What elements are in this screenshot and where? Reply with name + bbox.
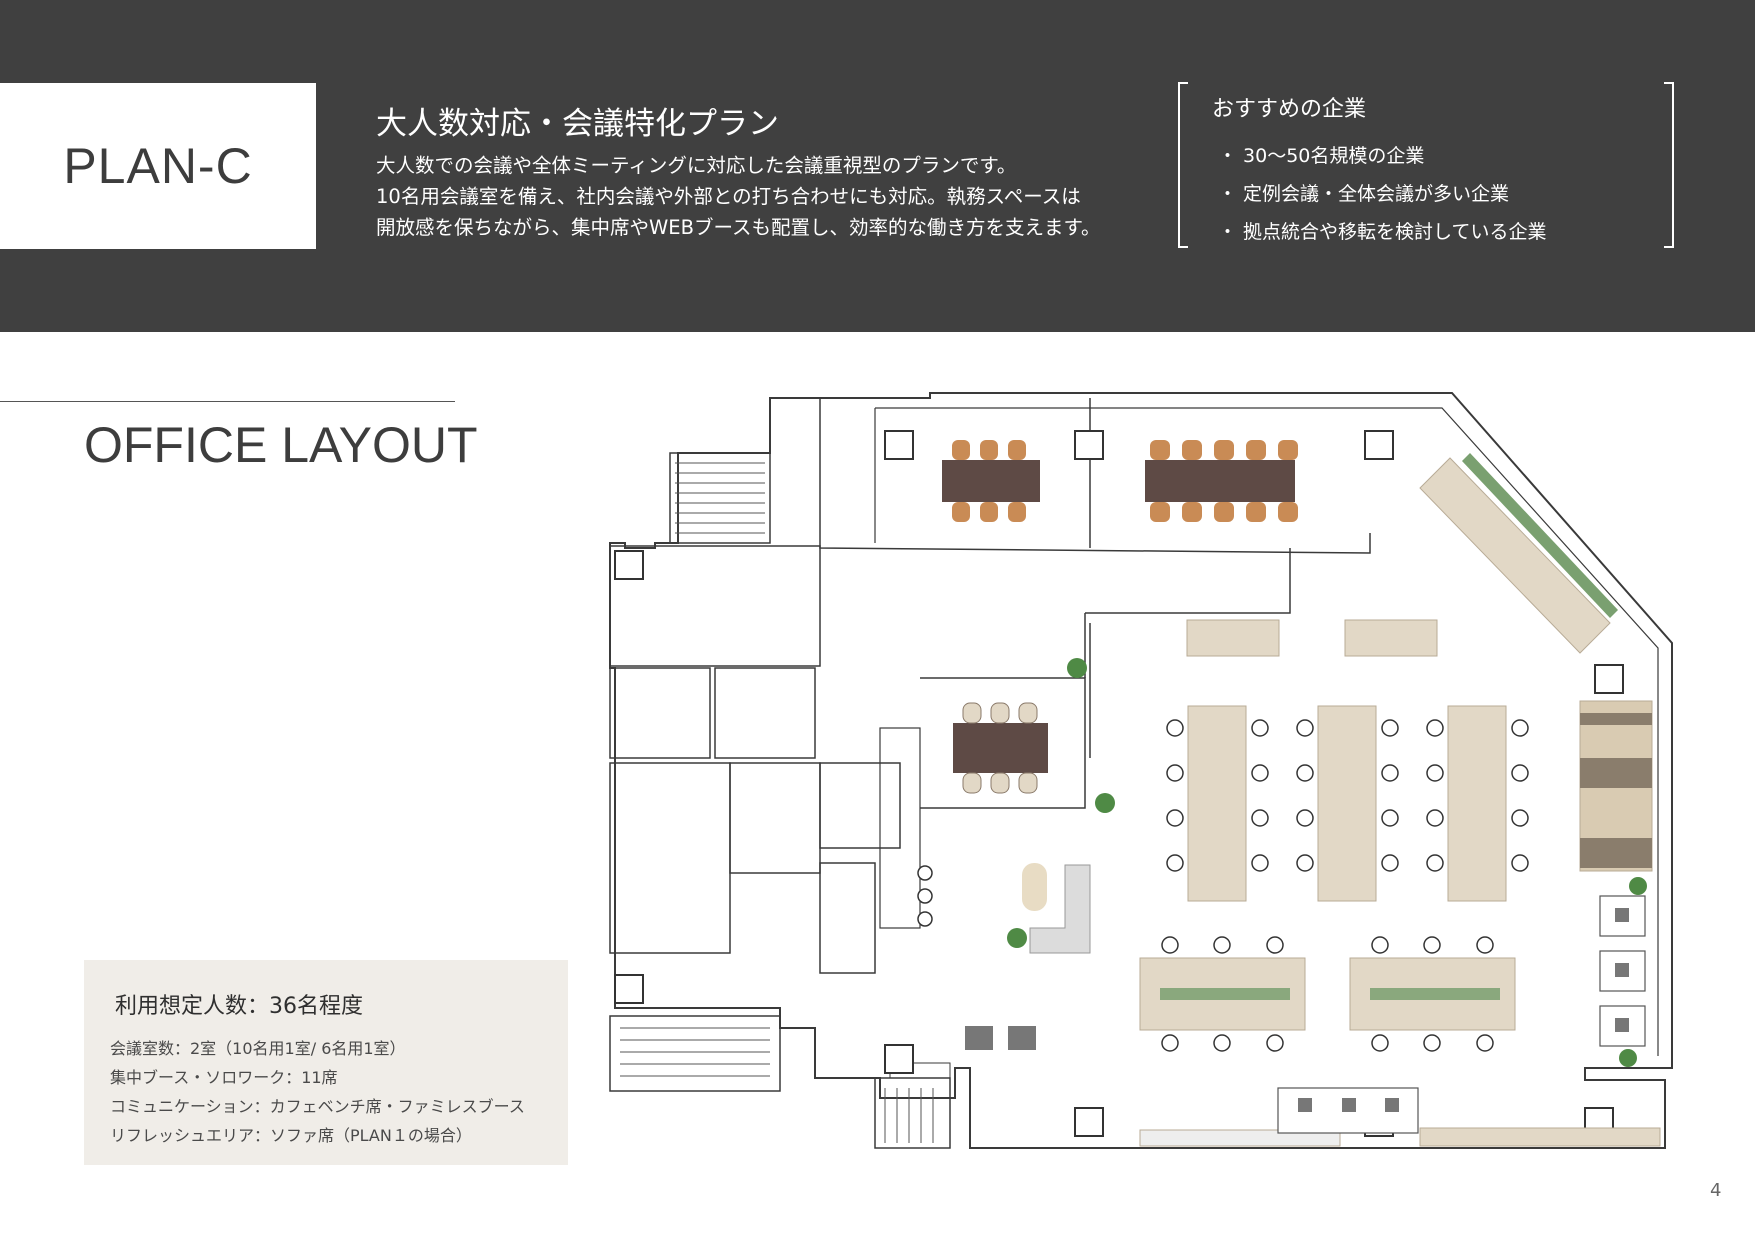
elevator-hall (609, 545, 821, 667)
info-line: 会議室数：2室（10名用1室/ 6名用1室） (110, 1039, 406, 1058)
recommended-item: ・ 定例会議・全体会議が多い企業 (1218, 183, 1510, 205)
workstations (1139, 619, 1661, 1147)
plan-label: PLAN-C (63, 138, 253, 194)
stairwell (669, 452, 771, 544)
column (1594, 664, 1624, 694)
elevator (714, 667, 816, 759)
angled-workstations (1419, 457, 1611, 654)
plan-description-line: 10名用会議室を備え、社内会議や外部との打ち合わせにも対応。執務スペースは (376, 185, 1081, 208)
exterior-wall (609, 392, 1673, 1149)
office-floor-plan (609, 392, 1673, 1149)
header-band: PLAN-C 大人数対応・会議特化プラン 大人数での会議や全体ミーティングに対応… (0, 0, 1755, 332)
office-chairs (917, 719, 1529, 1052)
recommended-item: ・ 拠点統合や移転を検討している企業 (1218, 221, 1547, 243)
column (884, 430, 914, 460)
column (614, 550, 644, 580)
bracket-right (1664, 82, 1674, 248)
bracket-left (1178, 82, 1188, 248)
section-title: OFFICE LAYOUT (84, 417, 478, 473)
restroom (609, 762, 731, 954)
elevator (609, 667, 711, 759)
column (1074, 1107, 1104, 1137)
plan-title: 大人数対応・会議特化プラン (376, 106, 779, 142)
corridor-wall (1084, 548, 1291, 678)
stairwell (609, 1015, 781, 1092)
restroom (729, 762, 821, 874)
plan-description: 大人数での会議や全体ミーティングに対応した会議重視型のプランです。 10名用会議… (376, 150, 1136, 243)
capacity-info-box: 利用想定人数：36名程度 会議室数：2室（10名用1室/ 6名用1室） 集中ブー… (84, 960, 568, 1165)
pantry (879, 727, 921, 929)
column (614, 974, 644, 1004)
column (884, 1044, 914, 1074)
meeting-room-6 (953, 702, 1048, 794)
restroom (819, 762, 901, 849)
column (1364, 430, 1394, 460)
section-divider (0, 401, 455, 402)
page-number: 4 (1710, 1180, 1722, 1201)
plan-description-line: 大人数での会議や全体ミーティングに対応した会議重視型のプランです。 (376, 154, 1017, 177)
lounge-area (1022, 863, 1091, 954)
meeting-room-10 (942, 440, 1298, 522)
info-line: コミュニケーション：カフェベンチ席・ファミレスブース (110, 1097, 525, 1116)
column (1074, 430, 1104, 460)
info-line: 集中ブース・ソロワーク：11席 (110, 1068, 338, 1087)
stairwell (874, 1077, 951, 1149)
plan-label-box: PLAN-C (0, 83, 316, 249)
planter-row (1160, 453, 1618, 1000)
stair-steps (620, 462, 934, 1143)
booth-chairs (965, 908, 1629, 1112)
booth-dividers (1580, 713, 1652, 868)
recommended-companies-box: おすすめの企業 ・ 30〜50名規模の企業 ・ 定例会議・全体会議が多い企業 ・… (1178, 82, 1674, 248)
recommended-title: おすすめの企業 (1212, 97, 1367, 122)
plants (1007, 658, 1647, 1067)
plan-description-line: 開放感を保ちながら、集中席やWEBブースも配置し、効率的な働き方を支えます。 (376, 216, 1101, 239)
inner-wall (875, 407, 1659, 1056)
utility-room (819, 862, 876, 974)
meeting-room-wall (920, 677, 1086, 809)
recommended-item: ・ 30〜50名規模の企業 (1218, 145, 1425, 167)
info-line: リフレッシュエリア：ソファ席（PLAN１の場合） (110, 1126, 472, 1145)
meeting-room-wall (819, 398, 1371, 554)
capacity-title: 利用想定人数：36名程度 (115, 994, 363, 1019)
